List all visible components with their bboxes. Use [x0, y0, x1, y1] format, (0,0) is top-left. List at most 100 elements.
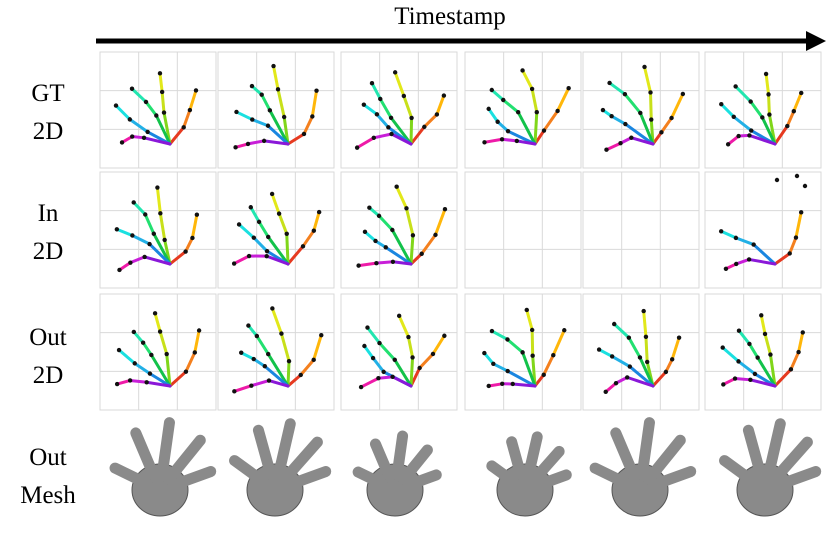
bone-segment [355, 136, 376, 150]
joint-point [529, 86, 535, 92]
joint-point [365, 325, 370, 330]
joint-point [644, 359, 650, 365]
joint-point [529, 327, 535, 333]
joint-point [629, 135, 634, 140]
bone-segment [734, 236, 756, 247]
bone-segment [659, 116, 674, 134]
joint-point [794, 173, 800, 179]
bone-segment [286, 244, 305, 266]
joint-point [520, 350, 525, 355]
joint-point [316, 209, 322, 215]
joint-point [319, 332, 324, 338]
bone-segment [391, 375, 413, 388]
bone-segment [482, 137, 504, 144]
pose-panel [340, 171, 458, 289]
joint-point [768, 352, 773, 357]
joint-point [799, 90, 804, 96]
joint-point [625, 375, 630, 380]
bone-segment [604, 381, 618, 394]
bone-segment [409, 355, 415, 388]
joint-point [159, 89, 165, 95]
bone-segment [286, 132, 306, 146]
joint-point [383, 245, 388, 250]
bone-segment [389, 116, 413, 146]
joint-point [251, 235, 257, 240]
joint-point [370, 355, 376, 361]
bone-segment [789, 350, 801, 371]
joint-point [422, 124, 427, 130]
bone-segment [732, 115, 753, 133]
bone-segment [160, 90, 166, 115]
joint-point [607, 80, 612, 86]
joint-point [378, 96, 383, 102]
joint-point [798, 210, 804, 215]
bone-segment [310, 89, 319, 118]
joint-point [266, 234, 271, 240]
bone-segment [144, 100, 158, 118]
bone-segment [286, 373, 303, 388]
joint-point [356, 263, 361, 268]
hand-skeleton [114, 311, 202, 388]
joint-point [270, 306, 275, 311]
bone-segment [533, 110, 539, 146]
joint-point [642, 64, 647, 70]
pose-panel [582, 171, 700, 289]
joint-point [369, 81, 375, 86]
joint-point [796, 349, 801, 355]
hand-mesh [719, 418, 822, 517]
joint-point [721, 382, 726, 387]
joint-point [265, 123, 271, 128]
joint-point [604, 147, 609, 152]
joint-point [147, 371, 153, 376]
joint-point [266, 378, 272, 383]
joint-point [499, 137, 505, 142]
joint-point [155, 185, 160, 190]
bone-segment [128, 117, 150, 134]
joint-point [791, 109, 797, 114]
joint-point [147, 241, 152, 247]
joint-point [127, 378, 133, 383]
joint-point [524, 307, 529, 313]
joint-point [669, 115, 674, 121]
bone-segment [422, 112, 439, 129]
bone-segment [193, 329, 201, 354]
hand-skeleton [114, 185, 200, 273]
joint-point [600, 107, 606, 113]
joint-point [376, 376, 381, 381]
joint-point [501, 97, 506, 103]
joint-point [746, 257, 752, 262]
joint-point [663, 369, 669, 375]
joint-point [406, 334, 411, 340]
joint-point [736, 328, 742, 333]
bone-segment [747, 133, 777, 146]
joint-point [248, 205, 253, 210]
row-label-in-line2: 2D [32, 238, 64, 265]
joint-point [362, 229, 368, 235]
joint-point [515, 109, 521, 115]
joint-point [505, 368, 510, 374]
bone-segment [721, 346, 741, 363]
joint-point [131, 329, 137, 335]
joint-point [114, 381, 120, 387]
bone-segment [277, 212, 289, 236]
bone-segment [158, 71, 164, 94]
joint-point [192, 350, 197, 355]
bone-segment [128, 378, 149, 384]
bone-segment [184, 350, 197, 374]
bone-segment [299, 358, 316, 377]
joint-point [747, 133, 752, 138]
bone-segment [397, 314, 410, 339]
bone-segment [141, 341, 153, 357]
joint-point [301, 131, 307, 137]
pose-panel [704, 171, 822, 289]
bone-segment [115, 378, 132, 386]
bone-segment [377, 214, 394, 232]
row-label-mesh-line1: Out [29, 444, 67, 471]
bone-segment [764, 72, 771, 96]
joint-point [281, 114, 287, 120]
joint-point [388, 115, 394, 120]
joint-point [358, 384, 364, 390]
bone-segment [490, 88, 505, 102]
bone-segment [249, 205, 261, 224]
